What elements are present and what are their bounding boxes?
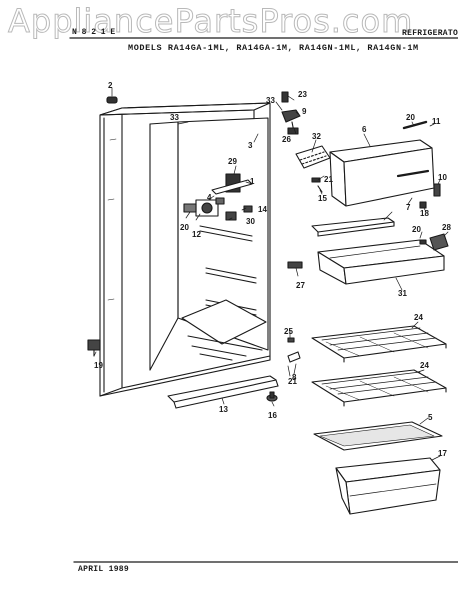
callout-25: 25: [284, 327, 293, 336]
callout-8: 8: [292, 373, 297, 382]
callout-7: 7: [406, 203, 411, 212]
part-23-clip: [281, 91, 289, 103]
callout-20-right: 20: [412, 225, 421, 234]
callout-26: 26: [282, 135, 291, 144]
callout-21-lower: 21: [288, 377, 297, 386]
lower-clips: [287, 337, 301, 363]
right-rail-parts: [419, 233, 449, 251]
callout-33-top: 33: [266, 96, 275, 105]
crisper-pan: [335, 457, 441, 515]
callout-24-lower: 24: [420, 361, 429, 370]
callout-16: 16: [268, 411, 277, 420]
wire-shelf-lower: [311, 369, 447, 407]
callout-17: 17: [438, 449, 447, 458]
callout-1: 1: [250, 177, 255, 186]
latch-parts-right: [419, 183, 441, 209]
crisper-cover: [313, 421, 443, 451]
callout-5: 5: [428, 413, 433, 422]
models-title: MODELS RA14GA-1ML, RA14GA-1M, RA14GN-1ML…: [128, 43, 419, 53]
callout-4: 4: [207, 193, 212, 202]
callout-23: 23: [298, 90, 307, 99]
door-stop-11: [402, 120, 428, 130]
cabinet: [99, 102, 271, 397]
section-label: REFRIGERATOR: [402, 29, 458, 38]
document-code: N 8 2 1 E: [72, 28, 116, 37]
leader-lines: [93, 87, 449, 461]
drip-tray: [311, 217, 395, 237]
freezer-door: [329, 139, 435, 207]
evaporator-hinge: [281, 109, 301, 135]
callout-33-cabinet: 33: [170, 113, 179, 122]
callout-15: 15: [318, 194, 327, 203]
callout-18: 18: [420, 209, 429, 218]
door-latch-parts: [311, 177, 323, 193]
callout-6: 6: [362, 125, 367, 134]
thermostat-assembly: [183, 173, 253, 221]
leveling-leg: [87, 339, 101, 357]
callout-30: 30: [246, 217, 255, 226]
callout-21-upper: 21: [324, 175, 333, 184]
footer-date: APRIL 1989: [78, 565, 130, 574]
tray-rail: [287, 261, 303, 269]
callout-14: 14: [258, 205, 267, 214]
watermark: AppliancePartsPros.com: [8, 2, 414, 41]
wire-shelf-upper: [311, 325, 447, 363]
callout-32: 32: [312, 132, 321, 141]
callout-20-control: 20: [180, 223, 189, 232]
callout-10: 10: [438, 173, 447, 182]
leveler: [266, 391, 278, 402]
chiller-tray: [317, 239, 445, 285]
callout-13: 13: [219, 405, 228, 414]
callout-24-upper: 24: [414, 313, 423, 322]
toe-grille: [167, 375, 279, 409]
callout-numbers: 2 33 33 3 29 1 4 14 30 20 12 19 13 16 23…: [94, 81, 451, 458]
callout-19: 19: [94, 361, 103, 370]
callout-27: 27: [296, 281, 305, 290]
callout-20-top: 20: [406, 113, 415, 122]
callout-3: 3: [248, 141, 253, 150]
callout-11: 11: [432, 117, 441, 126]
callout-2: 2: [108, 81, 113, 90]
top-hinge: [106, 96, 118, 104]
callout-29: 29: [228, 157, 237, 166]
callout-12: 12: [192, 230, 201, 239]
callout-28: 28: [442, 223, 451, 232]
callout-31: 31: [398, 289, 407, 298]
callout-9: 9: [302, 107, 307, 116]
